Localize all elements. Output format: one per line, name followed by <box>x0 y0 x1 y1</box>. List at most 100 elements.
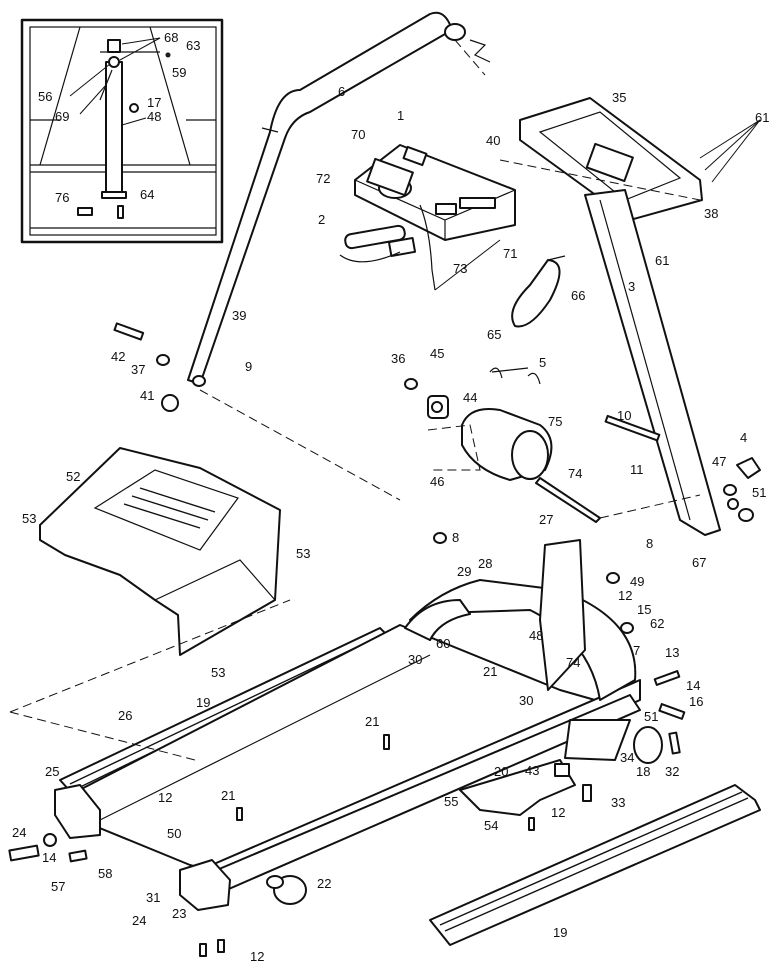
label-74: 74 <box>568 466 582 481</box>
label-53b: 53 <box>296 546 310 561</box>
key-part-2 <box>339 224 417 263</box>
label-3: 3 <box>628 279 635 294</box>
label-23: 23 <box>172 906 186 921</box>
motor-part-44 <box>427 395 553 481</box>
handlebar-part-6-39 <box>187 11 491 385</box>
label-53: 53 <box>22 511 36 526</box>
label-34: 34 <box>620 750 634 765</box>
label-26: 26 <box>118 708 132 723</box>
label-13: 13 <box>665 645 679 660</box>
label-71: 71 <box>503 246 517 261</box>
leveler-parts-18-34 <box>564 719 663 764</box>
label-60: 60 <box>436 636 450 651</box>
label-18: 18 <box>636 764 650 779</box>
label-32: 32 <box>665 764 679 779</box>
label-38: 38 <box>704 206 718 221</box>
label-19: 19 <box>196 695 210 710</box>
main-labels: 6 35 61 1 40 70 72 71 38 2 73 61 66 3 65… <box>12 84 769 964</box>
label-12c: 12 <box>551 805 565 820</box>
label-63: 63 <box>186 38 200 53</box>
label-43: 43 <box>525 763 539 778</box>
label-69: 69 <box>55 109 69 124</box>
motor-shaft-part-27 <box>535 477 601 523</box>
label-56: 56 <box>38 89 52 104</box>
label-58: 58 <box>98 866 112 881</box>
label-42: 42 <box>111 349 125 364</box>
label-30b: 30 <box>519 693 533 708</box>
label-61: 61 <box>755 110 769 125</box>
console-mount-part-38 <box>519 97 703 221</box>
label-16: 16 <box>689 694 703 709</box>
label-62: 62 <box>650 616 664 631</box>
rear-bracket-part-54 <box>459 759 576 816</box>
label-1: 1 <box>397 108 404 123</box>
label-30: 30 <box>408 652 422 667</box>
label-19b: 19 <box>553 925 567 940</box>
label-8b: 8 <box>646 536 653 551</box>
label-59: 59 <box>172 65 186 80</box>
label-68: 68 <box>164 30 178 45</box>
upright-part-3 <box>584 189 721 536</box>
label-40: 40 <box>486 133 500 148</box>
label-52: 52 <box>66 469 80 484</box>
label-21c: 21 <box>221 788 235 803</box>
label-12d: 12 <box>250 949 264 964</box>
label-73: 73 <box>453 261 467 276</box>
label-72: 72 <box>316 171 330 186</box>
label-53c: 53 <box>211 665 225 680</box>
label-22: 22 <box>317 876 331 891</box>
label-51b: 51 <box>644 709 658 724</box>
console-part-1 <box>354 144 516 241</box>
label-4: 4 <box>740 430 747 445</box>
motor-hood-part-52 <box>39 389 401 656</box>
label-8: 8 <box>452 530 459 545</box>
label-7: 7 <box>633 643 640 658</box>
label-55: 55 <box>444 794 458 809</box>
label-28: 28 <box>478 556 492 571</box>
label-51: 51 <box>752 485 766 500</box>
label-65: 65 <box>487 327 501 342</box>
inset-labels: 68 63 59 56 69 17 48 76 64 <box>38 30 200 205</box>
label-14: 14 <box>686 678 700 693</box>
label-70: 70 <box>351 127 365 142</box>
label-46: 46 <box>430 474 444 489</box>
label-35: 35 <box>612 90 626 105</box>
label-12: 12 <box>618 588 632 603</box>
label-29: 29 <box>457 564 471 579</box>
label-14b: 14 <box>42 850 56 865</box>
safety-cord-part-65 <box>511 255 566 328</box>
label-33: 33 <box>611 795 625 810</box>
label-24: 24 <box>12 825 26 840</box>
label-41: 41 <box>140 388 154 403</box>
label-64: 64 <box>140 187 154 202</box>
label-6: 6 <box>338 84 345 99</box>
label-11: 11 <box>630 462 644 477</box>
lead-lines-upper <box>434 119 761 291</box>
label-12b: 12 <box>158 790 172 805</box>
label-76: 76 <box>55 190 69 205</box>
label-2: 2 <box>318 212 325 227</box>
label-15: 15 <box>637 602 651 617</box>
label-48: 48 <box>529 628 543 643</box>
fasteners <box>8 322 761 957</box>
label-10: 10 <box>617 408 631 423</box>
label-45: 45 <box>430 346 444 361</box>
label-50: 50 <box>167 826 181 841</box>
label-24b: 24 <box>132 913 146 928</box>
label-44: 44 <box>463 390 477 405</box>
label-21: 21 <box>483 664 497 679</box>
side-rail-part-19 <box>429 784 761 946</box>
label-61b: 61 <box>655 253 669 268</box>
label-39: 39 <box>232 308 246 323</box>
label-21b: 21 <box>365 714 379 729</box>
label-36: 36 <box>391 351 405 366</box>
label-75: 75 <box>548 414 562 429</box>
inset-detail <box>20 18 224 244</box>
label-48: 48 <box>147 109 161 124</box>
label-27: 27 <box>539 512 553 527</box>
label-17: 17 <box>147 95 161 110</box>
label-20: 20 <box>494 764 508 779</box>
wire-part-73 <box>419 204 436 291</box>
label-49: 49 <box>630 574 644 589</box>
